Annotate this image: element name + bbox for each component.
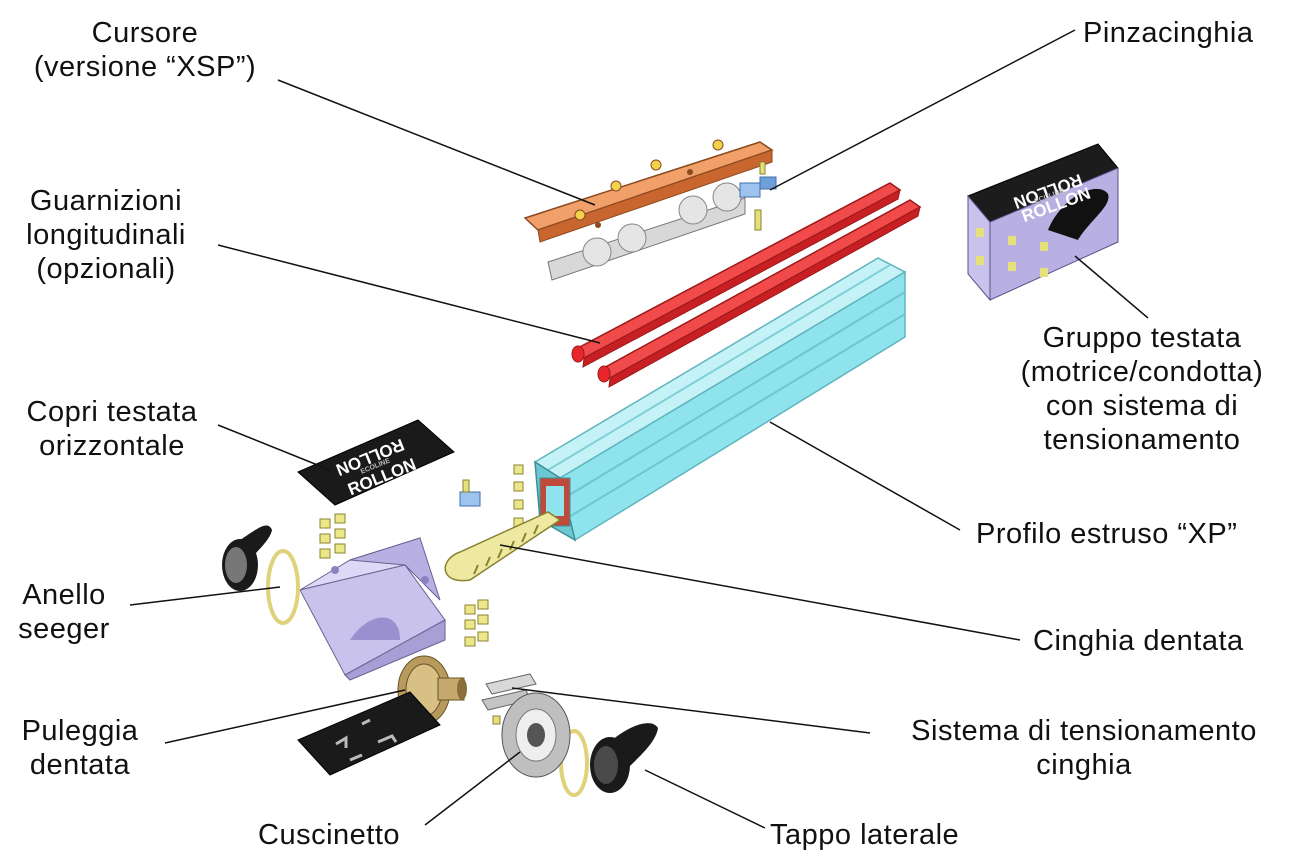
label-puleggia: Puleggia dentata (21, 715, 139, 781)
profile-extrusion (533, 257, 907, 542)
head-cover-plate: ROLLON ROLLON ECOLINE (297, 419, 455, 506)
leader-tappo (644, 769, 766, 829)
leader-puleggia (164, 689, 406, 744)
seeger-ring-left (266, 549, 300, 625)
seal-strips (571, 182, 922, 388)
label-pinzacinghia: Pinzacinghia (1083, 17, 1254, 49)
belt-clamp-lower (459, 479, 481, 507)
leader-cursore (277, 79, 596, 206)
side-cap-right (590, 723, 658, 793)
label-profilo: Profilo estruso “XP” (976, 518, 1238, 550)
leader-sistema (511, 687, 871, 734)
label-cursore: Cursore (versione “XSP”) (33, 17, 257, 83)
screws-lower (464, 599, 489, 647)
head-group: ROLLON ROLLON ECOLINE (967, 143, 1119, 302)
leader-copri-testata (217, 424, 331, 471)
leader-cuscinetto (424, 751, 521, 826)
leader-gruppo-testata (1074, 255, 1149, 319)
label-anello: Anello seeger (18, 579, 110, 645)
leader-lines (129, 29, 1149, 829)
bearing (501, 692, 571, 778)
head-block (299, 537, 446, 681)
label-cuscinetto: Cuscinetto (258, 819, 401, 851)
label-guarnizioni: Guarnizioni longitudinali (opzionali) (26, 185, 186, 285)
label-sistema-tensionamento: Sistema di tensionamento cinghia (911, 715, 1257, 781)
toothed-belt (444, 511, 562, 582)
screws-upper (319, 513, 346, 559)
leader-guarnizioni (217, 244, 601, 344)
label-cinghia: Cinghia dentata (1033, 625, 1244, 657)
bottom-cover-plate (297, 691, 441, 776)
leader-profilo (769, 421, 961, 531)
label-copri-testata: Copri testata orizzontale (26, 396, 198, 462)
leader-pinzacinghia (769, 29, 1076, 191)
leader-anello (129, 586, 281, 606)
belt-clamp-top (739, 161, 777, 231)
label-gruppo-testata: Gruppo testata (motrice/condotta) con si… (1020, 322, 1264, 456)
label-tappo: Tappo laterale (770, 819, 960, 851)
side-cap-left (222, 525, 272, 591)
carriage (523, 139, 774, 281)
tensioning-system (481, 673, 537, 725)
leader-cinghia (499, 544, 1021, 641)
screws-profile (513, 464, 524, 528)
